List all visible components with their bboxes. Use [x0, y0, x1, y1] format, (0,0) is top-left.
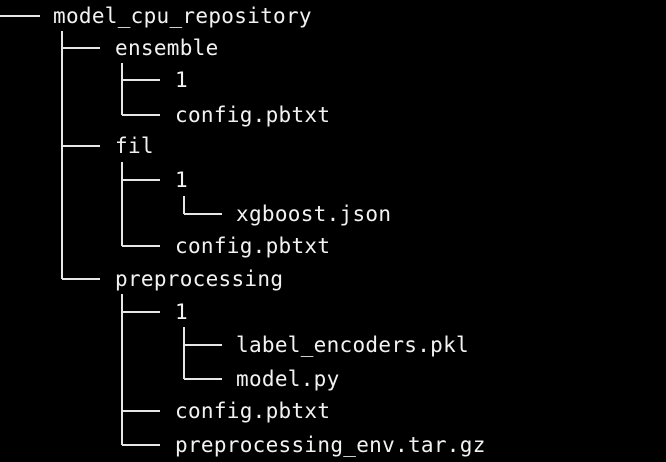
preprocessing-version-folder-label: 1 [175, 300, 188, 324]
ensemble-version-folder-label: 1 [175, 68, 188, 92]
preprocessing-env-archive-label: preprocessing_env.tar.gz [175, 433, 486, 457]
ensemble-folder-label: ensemble [115, 36, 219, 60]
fil-xgboost-file-label: xgboost.json [236, 202, 392, 226]
fil-folder-label: fil [115, 134, 154, 158]
preprocessing-folder-label: preprocessing [115, 267, 284, 291]
fil-config-file-label: config.pbtxt [175, 234, 331, 258]
preprocessing-config-file-label: config.pbtxt [175, 399, 331, 423]
fil-version-folder-label: 1 [175, 168, 188, 192]
root-folder-label: model_cpu_repository [53, 4, 312, 28]
preprocessing-model-file-label: model.py [236, 367, 340, 391]
ensemble-config-file-label: config.pbtxt [175, 103, 331, 127]
preprocessing-encoders-file-label: label_encoders.pkl [236, 333, 469, 357]
